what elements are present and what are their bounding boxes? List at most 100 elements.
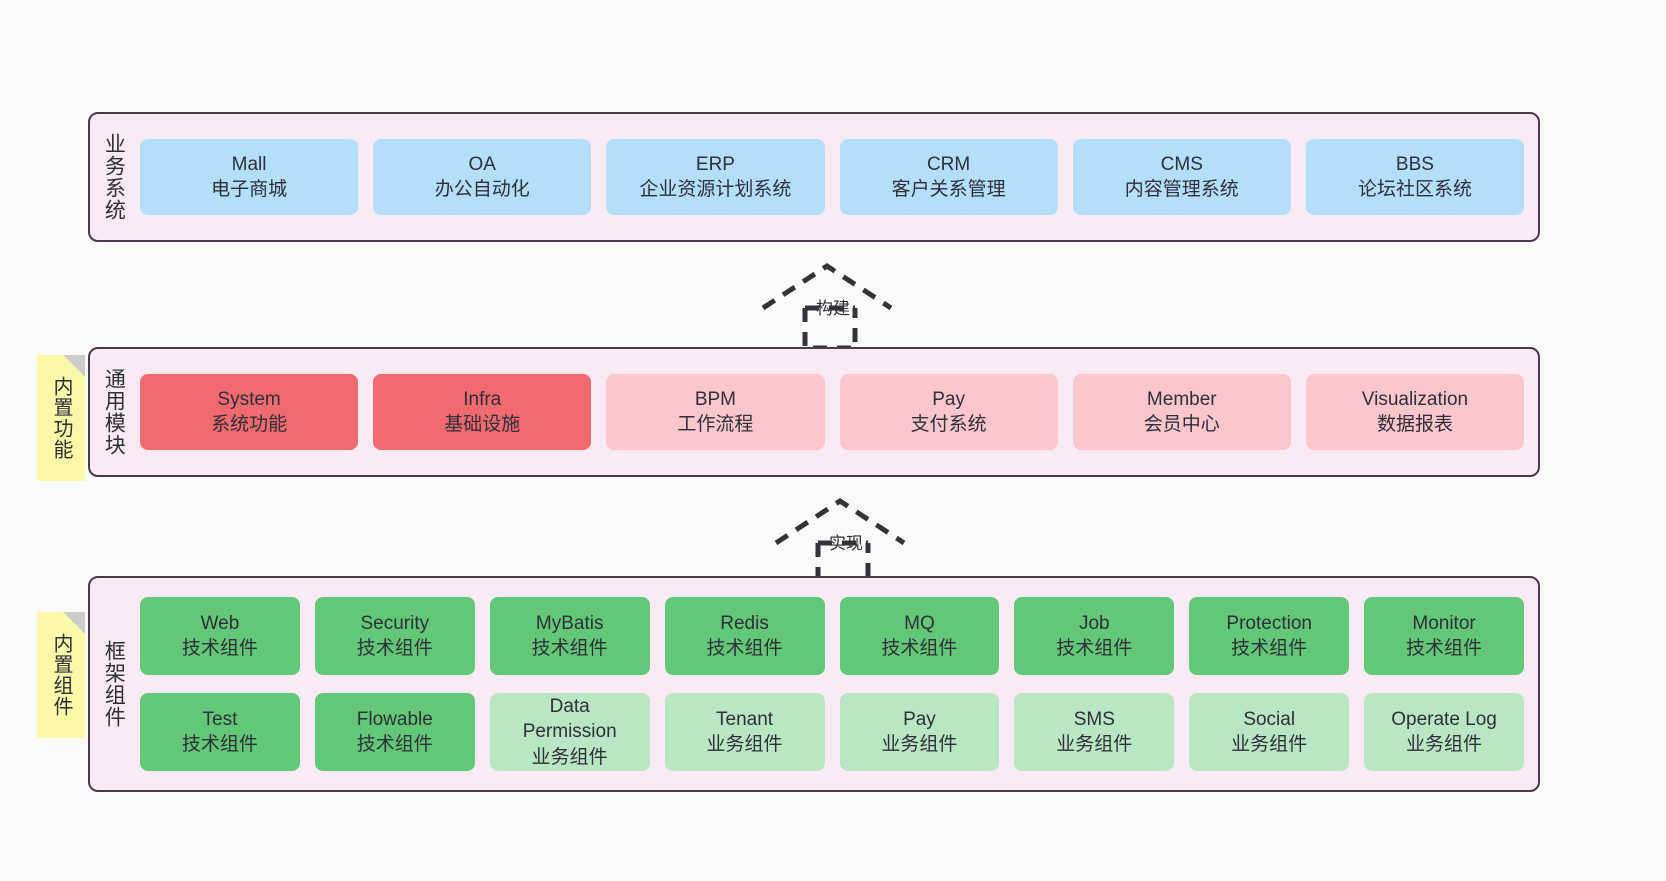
note-fold-corner-icon [63,355,85,377]
card-social[interactable]: Social 业务组件 [1189,693,1350,771]
card-protection-desc: 技术组件 [1231,638,1308,659]
note-builtin-components: 内置组件 [37,612,85,738]
card-erp-desc: 企业资源计划系统 [639,179,792,200]
card-pay-module-desc: 支付系统 [910,414,987,435]
card-bbs-desc: 论坛社区系统 [1357,179,1472,200]
card-oa-title: OA [468,153,496,175]
card-bpm[interactable]: BPM 工作流程 [606,374,825,450]
card-mybatis-desc: 技术组件 [531,638,608,659]
card-monitor-title: Monitor [1412,612,1476,634]
card-mall-desc: 电子商城 [211,179,288,200]
card-operate-log[interactable]: Operate Log 业务组件 [1364,693,1524,771]
card-security-desc: 技术组件 [356,638,433,659]
card-infra-title: Infra [463,388,502,410]
card-mall-title: Mall [231,153,267,175]
card-test-desc: 技术组件 [181,734,258,755]
card-sms[interactable]: SMS 业务组件 [1014,693,1175,771]
note-fold-corner-icon [63,612,85,634]
card-pay-component-title: Pay [903,708,936,730]
card-pay-component[interactable]: Pay 业务组件 [839,693,1000,771]
card-bbs[interactable]: BBS 论坛社区系统 [1305,139,1525,215]
card-crm-desc: 客户关系管理 [891,179,1006,200]
card-mybatis-title: MyBatis [535,612,604,634]
section-business-systems-body: Mall 电子商城 OA 办公自动化 ERP 企业资源计划系统 CRM 客户关系… [136,114,1538,240]
card-monitor-desc: 技术组件 [1406,638,1483,659]
card-crm[interactable]: CRM 客户关系管理 [839,139,1058,215]
card-oa-desc: 办公自动化 [434,179,530,200]
card-redis[interactable]: Redis 技术组件 [664,597,825,675]
section-framework-components: 框架组件 Web 技术组件 Security 技术组件 MyBatis 技术组件… [88,576,1540,792]
card-protection[interactable]: Protection 技术组件 [1189,597,1350,675]
card-oa[interactable]: OA 办公自动化 [373,139,592,215]
section-common-modules-label: 通用模块 [102,368,126,456]
card-system-desc: 系统功能 [211,414,288,435]
card-sms-title: SMS [1073,708,1115,730]
connector-build-label: 构建 [816,299,850,318]
connector-implement-label: 实现 [829,534,863,553]
card-member[interactable]: Member 会员中心 [1072,374,1291,450]
note-builtin-features-text: 内置功能 [50,376,72,460]
card-member-desc: 会员中心 [1143,414,1220,435]
section-common-modules: 通用模块 System 系统功能 Infra 基础设施 BPM 工作流程 Pay… [88,347,1540,477]
card-job-title: Job [1078,612,1110,634]
card-test[interactable]: Test 技术组件 [140,693,300,771]
card-monitor[interactable]: Monitor 技术组件 [1364,597,1524,675]
section-business-systems-label: 业务系统 [102,133,126,221]
card-cms-desc: 内容管理系统 [1124,179,1239,200]
card-job-desc: 技术组件 [1056,638,1133,659]
card-pay-module[interactable]: Pay 支付系统 [839,374,1058,450]
card-web[interactable]: Web 技术组件 [140,597,300,675]
card-visualization-title: Visualization [1361,388,1469,410]
card-pay-component-desc: 业务组件 [881,734,958,755]
common-card-row: System 系统功能 Infra 基础设施 BPM 工作流程 Pay 支付系统… [140,374,1525,450]
card-pay-module-title: Pay [932,388,965,410]
card-redis-desc: 技术组件 [706,638,783,659]
card-data-permission[interactable]: Data Permission 业务组件 [489,693,650,771]
card-cms[interactable]: CMS 内容管理系统 [1072,139,1291,215]
card-security-title: Security [360,612,430,634]
card-visualization-desc: 数据报表 [1376,414,1453,435]
card-flowable[interactable]: Flowable 技术组件 [314,693,475,771]
card-job[interactable]: Job 技术组件 [1014,597,1175,675]
card-operate-log-desc: 业务组件 [1406,734,1483,755]
framework-card-row-1: Web 技术组件 Security 技术组件 MyBatis 技术组件 Redi… [140,597,1524,675]
card-test-title: Test [202,708,238,730]
card-security[interactable]: Security 技术组件 [314,597,475,675]
card-operate-log-title: Operate Log [1391,708,1497,730]
section-business-systems: 业务系统 Mall 电子商城 OA 办公自动化 ERP 企业资源计划系统 CRM… [88,112,1540,242]
card-bbs-title: BBS [1395,153,1434,175]
card-system[interactable]: System 系统功能 [140,374,359,450]
card-erp[interactable]: ERP 企业资源计划系统 [606,139,825,215]
business-card-row: Mall 电子商城 OA 办公自动化 ERP 企业资源计划系统 CRM 客户关系… [140,139,1525,215]
card-web-desc: 技术组件 [181,638,258,659]
card-member-title: Member [1146,388,1217,410]
note-builtin-features: 内置功能 [37,355,85,481]
note-builtin-components-text: 内置组件 [50,633,72,717]
card-web-title: Web [200,612,240,634]
card-mq[interactable]: MQ 技术组件 [839,597,1000,675]
card-flowable-title: Flowable [356,708,433,730]
card-tenant-desc: 业务组件 [706,734,783,755]
card-social-title: Social [1243,708,1296,730]
section-framework-components-body: Web 技术组件 Security 技术组件 MyBatis 技术组件 Redi… [136,578,1538,790]
card-tenant-title: Tenant [716,708,774,730]
section-framework-components-label: 框架组件 [102,640,126,728]
card-mall[interactable]: Mall 电子商城 [140,139,359,215]
card-data-permission-title: Data Permission [522,696,617,743]
card-social-desc: 业务组件 [1231,734,1308,755]
card-tenant[interactable]: Tenant 业务组件 [664,693,825,771]
card-crm-title: CRM [926,153,971,175]
card-system-title: System [217,388,281,410]
card-bpm-title: BPM [694,388,737,410]
card-infra[interactable]: Infra 基础设施 [373,374,592,450]
card-erp-title: ERP [695,153,735,175]
card-sms-desc: 业务组件 [1056,734,1133,755]
card-bpm-desc: 工作流程 [677,414,754,435]
card-mq-desc: 技术组件 [881,638,958,659]
card-flowable-desc: 技术组件 [356,734,433,755]
card-visualization[interactable]: Visualization 数据报表 [1305,374,1525,450]
card-infra-desc: 基础设施 [444,414,521,435]
card-cms-title: CMS [1160,153,1203,175]
framework-card-row-2: Test 技术组件 Flowable 技术组件 Data Permission … [140,693,1524,771]
card-mybatis[interactable]: MyBatis 技术组件 [489,597,650,675]
